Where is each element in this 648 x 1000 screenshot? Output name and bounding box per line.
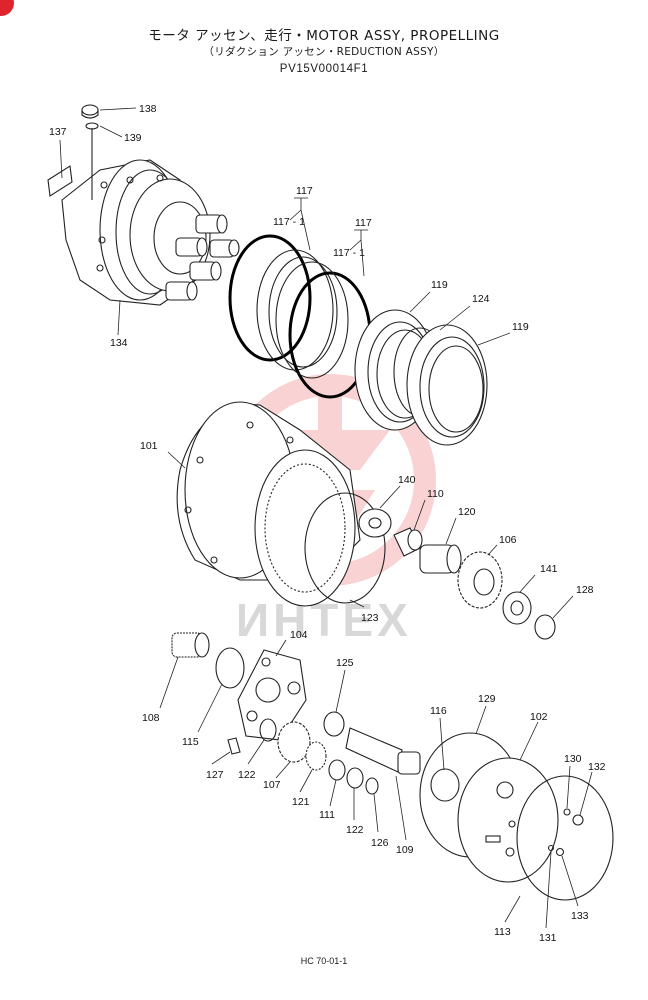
label-106: 106 — [499, 534, 517, 546]
part-141-thrust-washer — [502, 591, 532, 625]
part-119-bearing-outer — [406, 324, 488, 446]
label-126: 126 — [371, 837, 389, 849]
label-117-b: 117 — [355, 217, 372, 229]
label-107: 107 — [263, 779, 281, 791]
label-134: 134 — [110, 337, 128, 349]
part-111-collar — [328, 759, 346, 781]
label-102: 102 — [530, 711, 548, 723]
part-127-pin — [227, 737, 241, 755]
label-113: 113 — [494, 926, 511, 938]
part-130-plug — [563, 808, 571, 816]
part-125-snap-ring — [323, 711, 345, 737]
part-101-hub — [176, 401, 361, 607]
label-133: 133 — [571, 910, 589, 922]
part-131-o-ring — [547, 844, 555, 852]
label-123: 123 — [361, 612, 379, 624]
label-137: 137 — [49, 126, 67, 138]
page-reference: HC 70-01-1 — [300, 956, 348, 966]
label-141: 141 — [540, 563, 558, 575]
part-128-snap-ring — [534, 614, 556, 640]
label-116: 116 — [430, 705, 447, 717]
label-115: 115 — [182, 736, 199, 748]
label-119-b: 119 — [512, 321, 529, 333]
part-134-motor-assy — [61, 128, 240, 306]
label-139: 139 — [124, 132, 142, 144]
part-122-washer-b — [346, 767, 364, 789]
label-125: 125 — [336, 657, 354, 669]
leader-lines — [59, 107, 593, 929]
part-121-gear — [305, 741, 327, 771]
part-106-gear — [457, 551, 503, 609]
part-120-needle-bearing — [419, 544, 462, 574]
part-110-pin — [393, 527, 423, 557]
part-109-sun-gear-shaft — [345, 727, 421, 775]
label-127: 127 — [206, 769, 224, 781]
part-104-carrier — [237, 649, 307, 741]
part-133-plug — [555, 847, 565, 857]
label-122-b: 122 — [346, 824, 364, 836]
watermark-text: ИНТЕХ — [236, 594, 412, 646]
label-101: 101 — [140, 440, 158, 452]
label-131: 131 — [539, 932, 557, 944]
label-109: 109 — [396, 844, 414, 856]
label-124: 124 — [472, 293, 490, 305]
label-117-1-a: 117 - 1 — [273, 216, 305, 228]
part-137-name-plate — [47, 165, 73, 197]
label-132: 132 — [588, 761, 606, 773]
part-123-snap-ring — [304, 492, 386, 604]
label-104: 104 — [290, 629, 308, 641]
label-110: 110 — [427, 488, 444, 500]
part-132-plug — [572, 814, 584, 826]
label-117-a: 117 — [296, 185, 313, 197]
label-128: 128 — [576, 584, 594, 596]
label-117-1-b: 117 - 1 — [333, 247, 365, 259]
diagram-subtitle: （リダクション アッセン・REDUCTION ASSY） — [203, 46, 445, 58]
label-140: 140 — [398, 474, 416, 486]
diagram-title: モータ アッセン、走行・MOTOR ASSY, PROPELLING — [148, 28, 500, 44]
label-111: 111 — [319, 809, 335, 821]
model-code: PV15V00014F1 — [279, 63, 369, 75]
label-129: 129 — [478, 693, 496, 705]
part-102-cover — [457, 757, 559, 883]
label-122-a: 122 — [238, 769, 256, 781]
part-117-floating-seal — [228, 234, 372, 399]
label-138: 138 — [139, 103, 157, 115]
part-140-thrust-washer — [358, 508, 392, 538]
label-120: 120 — [458, 506, 476, 518]
part-138-cap — [81, 104, 99, 119]
part-113-snap-ring — [516, 775, 614, 901]
part-115-thrust-plate — [215, 647, 245, 689]
part-107-gear — [277, 721, 311, 763]
label-108: 108 — [142, 712, 160, 724]
label-130: 130 — [564, 753, 582, 765]
part-122-washer — [259, 718, 277, 742]
part-116-thrust-plate — [430, 768, 460, 802]
part-labels: 138 139 137 134 117 117 - 1 117 117 - 1 … — [49, 103, 606, 944]
label-121: 121 — [292, 796, 310, 808]
part-108-planet-gear — [171, 632, 210, 658]
part-126-snap-ring — [365, 777, 379, 795]
label-119-a: 119 — [431, 279, 448, 291]
